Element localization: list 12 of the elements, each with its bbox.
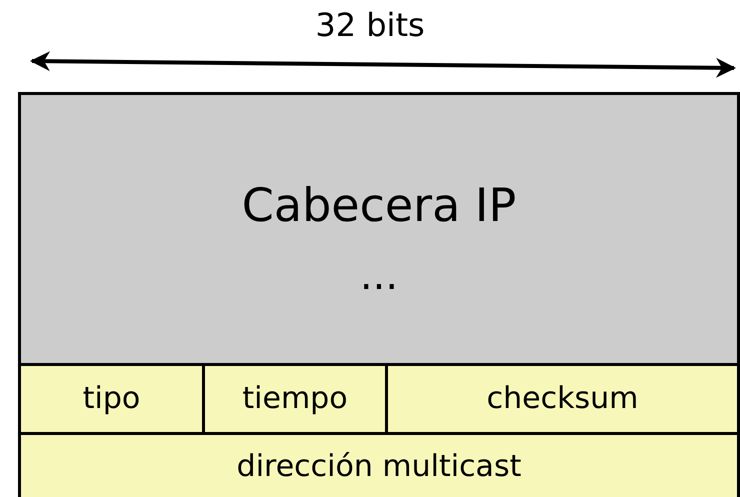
field-label: dirección multicast [236, 450, 522, 484]
dimension-label: 32 bits [315, 6, 425, 44]
field-cell [385, 363, 740, 435]
field-cell [202, 363, 388, 435]
field-cell [18, 432, 740, 497]
field-label: tiempo [242, 382, 348, 416]
field-label: Cabecera IP [242, 178, 516, 232]
header-block [18, 92, 740, 366]
ellipsis-text: ... [360, 253, 398, 300]
field-label: tipo [82, 382, 140, 416]
field-label: checksum [486, 382, 638, 416]
field-cell [18, 363, 205, 435]
